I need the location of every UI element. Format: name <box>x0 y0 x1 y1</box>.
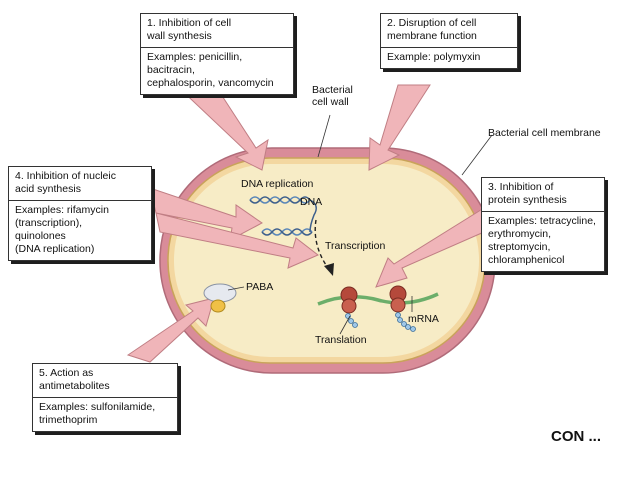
arrow-cell-wall <box>174 84 269 171</box>
box-protein-synthesis-inhibition: 3. Inhibition of protein synthesis Examp… <box>481 177 605 272</box>
box-nucleic-acid-inhibition: 4. Inhibition of nucleic acid synthesis … <box>8 166 152 261</box>
box-examples: Examples: tetracycline, erythromycin, st… <box>488 215 596 266</box>
cytoplasm <box>174 164 479 357</box>
label-translation: Translation <box>315 334 367 346</box>
box-heading: 3. Inhibition of protein synthesis <box>482 178 604 212</box>
box-heading: 5. Action as antimetabolites <box>33 364 177 398</box>
label-bacterial-cell-membrane: Bacterial cell membrane <box>488 127 601 139</box>
arrow-protein <box>375 207 485 288</box>
leader-cell-wall <box>317 114 331 158</box>
box-examples: Examples: sulfonilamide, trimethoprim <box>39 401 156 426</box>
enzyme <box>203 283 237 303</box>
dna-fork <box>309 199 317 233</box>
arrow-antimetabolite <box>126 297 215 363</box>
box-membrane-disruption: 2. Disruption of cell membrane function … <box>380 13 518 69</box>
arrow-nucleic-acid <box>149 187 263 241</box>
label-dna-replication: DNA replication <box>241 178 314 190</box>
arrow-nucleic-acid-2 <box>155 212 319 269</box>
ribosome-1 <box>340 286 358 314</box>
label-bacterial-cell-wall: Bacterial cell wall <box>312 84 353 108</box>
leader-translation <box>339 315 351 335</box>
box-antimetabolites: 5. Action as antimetabolites Examples: s… <box>32 363 178 432</box>
box-examples: Example: polymyxin <box>387 51 481 63</box>
paba-molecule <box>210 299 226 313</box>
leader-paba <box>227 286 245 291</box>
box-cell-wall-inhibition: 1. Inhibition of cell wall synthesis Exa… <box>140 13 294 95</box>
leader-membrane <box>461 134 493 176</box>
box-heading: 4. Inhibition of nucleic acid synthesis <box>9 167 151 201</box>
dna-helix-upper <box>249 196 311 204</box>
box-heading: 1. Inhibition of cell wall synthesis <box>141 14 293 48</box>
ribosome-2 <box>389 285 407 313</box>
mrna-strand <box>317 292 439 306</box>
peptide-chain-2 <box>395 312 416 332</box>
arrow-membrane <box>368 84 431 171</box>
box-examples: Examples: rifamycin (transcription), qui… <box>15 204 109 255</box>
continuation-text: CON ... <box>551 428 602 445</box>
box-examples: Examples: penicillin, bacitracin, cephal… <box>147 51 274 89</box>
label-transcription: Transcription <box>325 240 386 252</box>
label-dna: DNA <box>300 196 323 208</box>
transcription-arrow <box>314 219 329 269</box>
dna-helix-lower <box>261 228 313 236</box>
box-heading: 2. Disruption of cell membrane function <box>381 14 517 48</box>
label-paba: PABA <box>246 281 274 293</box>
transcription-arrowhead <box>324 263 334 276</box>
label-mrna: mRNA <box>408 313 439 325</box>
